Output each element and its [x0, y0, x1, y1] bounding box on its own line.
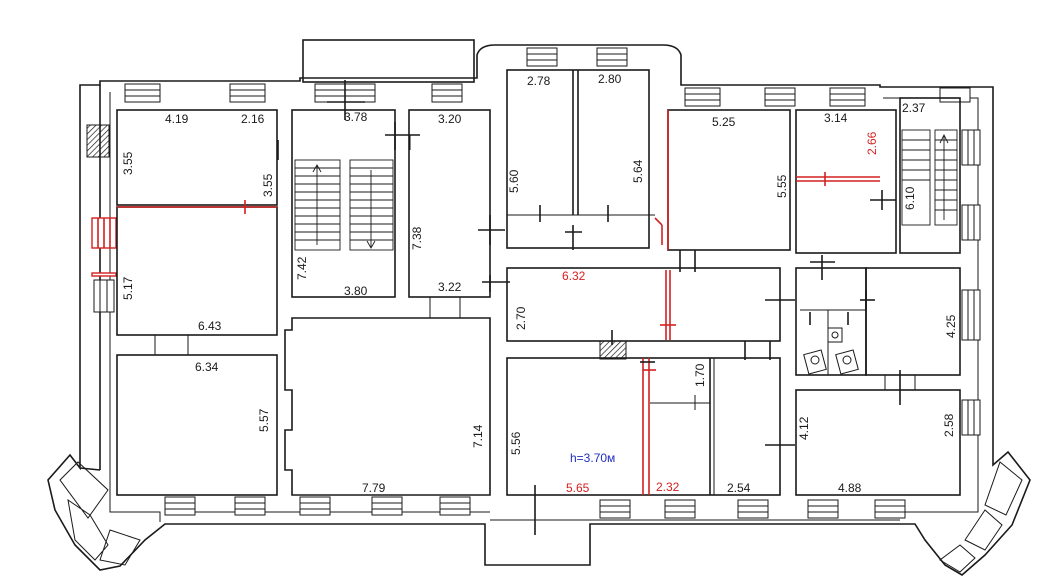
dim-3-55-a: 3.55	[121, 151, 135, 175]
dim-6-34: 6.34	[195, 360, 219, 374]
dim-2-16: 2.16	[241, 112, 265, 126]
dim-7-38: 7.38	[410, 226, 424, 250]
rooms	[116, 69, 961, 496]
dim-5-56: 5.56	[509, 431, 523, 455]
dim-5-65: 5.65	[566, 481, 590, 495]
windows-sides	[86, 124, 981, 436]
stairs-left	[294, 159, 394, 251]
dim-6-32: 6.32	[562, 269, 586, 283]
dim-4-25: 4.25	[944, 314, 958, 338]
dim-4-88: 4.88	[838, 481, 862, 495]
dim-5-55: 5.55	[775, 174, 789, 198]
door-marks	[277, 80, 901, 535]
dim-2-66: 2.66	[865, 131, 879, 155]
dim-4-19: 4.19	[165, 112, 189, 126]
dim-7-79: 7.79	[362, 481, 386, 495]
dim-3-14: 3.14	[824, 111, 848, 125]
dim-2-32: 2.32	[656, 480, 680, 494]
fixtures	[803, 327, 859, 375]
dim-6-43: 6.43	[198, 319, 222, 333]
dim-3-55-b: 3.55	[261, 173, 275, 197]
dim-2-58: 2.58	[942, 413, 956, 437]
stair-arrow-icon	[312, 164, 322, 173]
dim-5-17: 5.17	[121, 276, 135, 300]
dim-3-22: 3.22	[438, 280, 462, 294]
windows-bottom	[164, 496, 906, 519]
toilet-icon	[803, 349, 827, 375]
dim-4-12: 4.12	[797, 416, 811, 440]
dim-7-42: 7.42	[295, 256, 309, 280]
sink-icon	[827, 327, 843, 343]
dim-5-60: 5.60	[507, 169, 521, 193]
dim-3-20: 3.20	[438, 112, 462, 126]
dim-6-10: 6.10	[903, 186, 917, 210]
dim-2-78: 2.78	[527, 74, 551, 88]
dim-1-70: 1.70	[693, 363, 707, 387]
dim-2-70: 2.70	[514, 306, 528, 330]
dim-7-14: 7.14	[471, 424, 485, 448]
dim-5-57: 5.57	[257, 408, 271, 432]
dim-2-80: 2.80	[598, 72, 622, 86]
dim-5-64: 5.64	[631, 159, 645, 183]
dim-2-37: 2.37	[902, 101, 926, 115]
ceiling-height: h=3.70м	[570, 451, 616, 465]
toilet-icon	[835, 349, 859, 375]
dim-2-54: 2.54	[727, 481, 751, 495]
dim-5-25: 5.25	[712, 115, 736, 129]
dim-3-80: 3.80	[344, 284, 368, 298]
stairs-right	[901, 129, 958, 226]
dim-3-78: 3.78	[344, 110, 368, 124]
